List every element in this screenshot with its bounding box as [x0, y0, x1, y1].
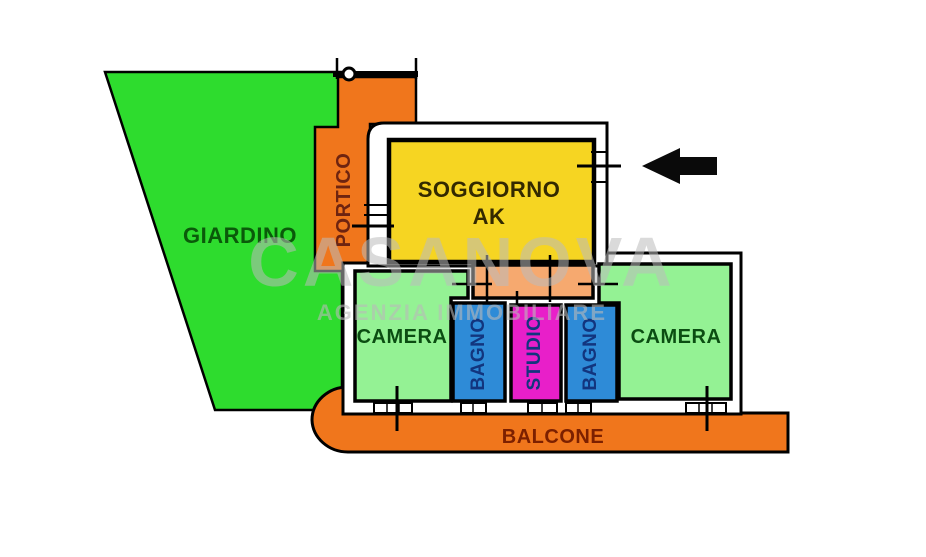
- watermark-subtitle: AGENZIA IMMOBILIARE: [316, 300, 608, 325]
- disimpegno-area: [471, 263, 595, 300]
- camera-left-label: CAMERA: [356, 326, 448, 348]
- gate-post-icon: [341, 66, 357, 82]
- soggiorno-left-window: [352, 204, 394, 228]
- camera-right-area: [597, 262, 733, 401]
- camera-right-label: CAMERA: [630, 326, 722, 348]
- balcone-label: BALCONE: [501, 426, 605, 448]
- soggiorno-label: SOGGIORNO: [417, 177, 561, 202]
- soggiorno-sublabel: AK: [472, 204, 506, 229]
- door-marks: [452, 255, 618, 305]
- bottom-windows: [373, 386, 727, 431]
- bagno-right-area: [564, 303, 619, 403]
- giardino-label: GIARDINO: [183, 223, 297, 248]
- bagno-left-area: [451, 301, 507, 403]
- camera-left-area: [353, 269, 470, 403]
- watermark-title: CASANOVA: [248, 223, 676, 301]
- soggiorno-right-window: [577, 151, 621, 183]
- soggiorno-area: [386, 137, 597, 265]
- studio-area: [509, 303, 563, 403]
- entrance-arrow-icon: [642, 148, 717, 184]
